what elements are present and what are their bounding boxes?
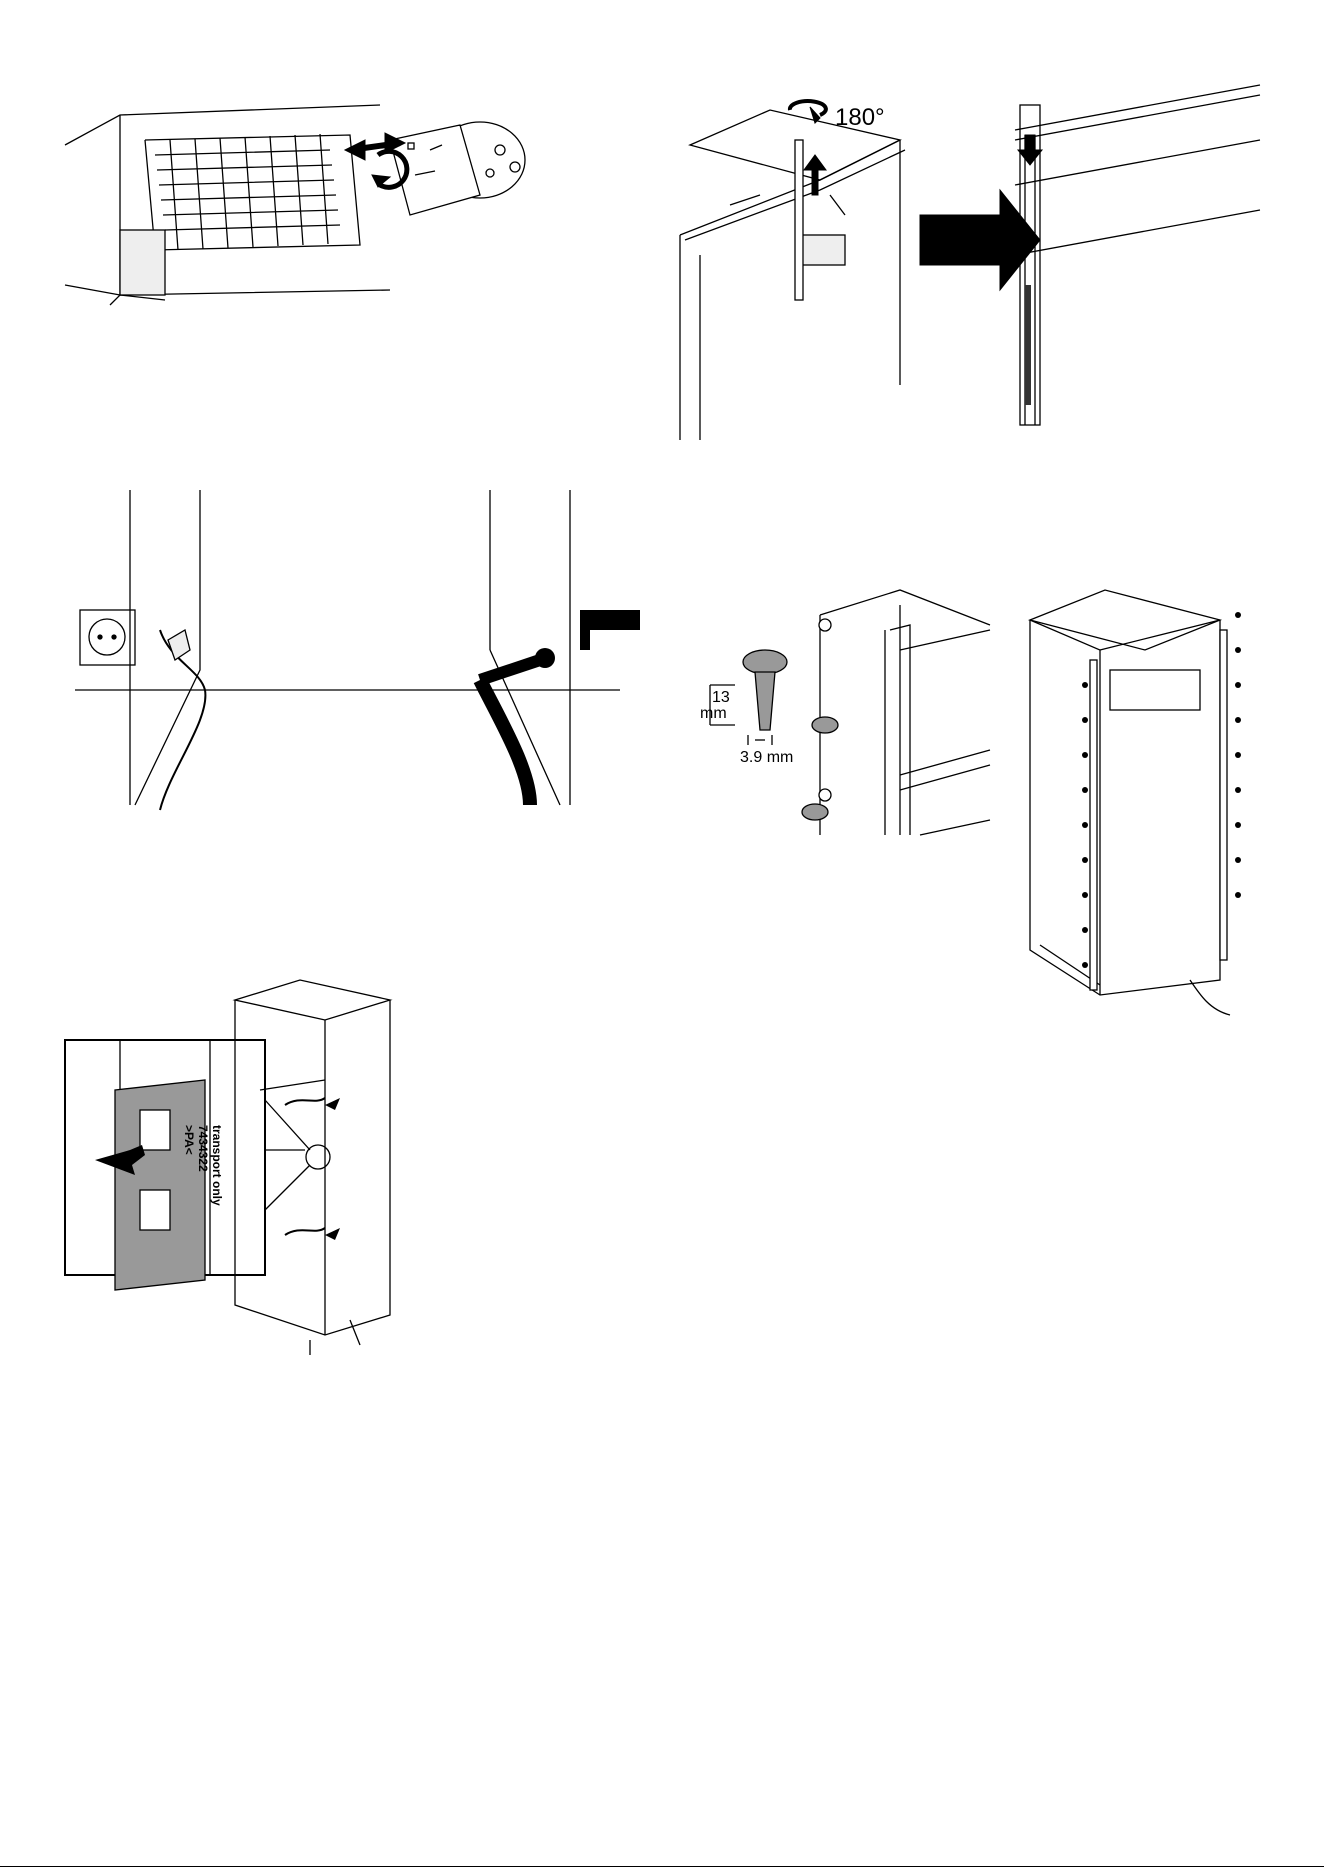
- bracket-text-2: 7434322: [196, 1125, 210, 1172]
- screw-diameter-label: 3.9 mm: [740, 749, 793, 766]
- figure-filter-cartridge: [60, 95, 530, 310]
- figure-cabinet-rails: [1020, 590, 1260, 1015]
- figure-connections: [60, 490, 620, 815]
- bracket-text-1: >PA<: [182, 1125, 196, 1155]
- screw-length-unit: mm: [700, 705, 727, 722]
- figure-screw-spec: 13 mm 3.9 mm: [700, 590, 1000, 835]
- figure-channel-rotate: 180°: [670, 95, 1260, 440]
- rotation-angle-label: 180°: [835, 104, 885, 131]
- bracket-text-3: transport only: [210, 1125, 224, 1206]
- figure-transport-bracket: >PA< 7434322 transport only: [60, 980, 430, 1360]
- footer-rule: [0, 1866, 1324, 1867]
- screw-length-value: 13: [712, 689, 730, 706]
